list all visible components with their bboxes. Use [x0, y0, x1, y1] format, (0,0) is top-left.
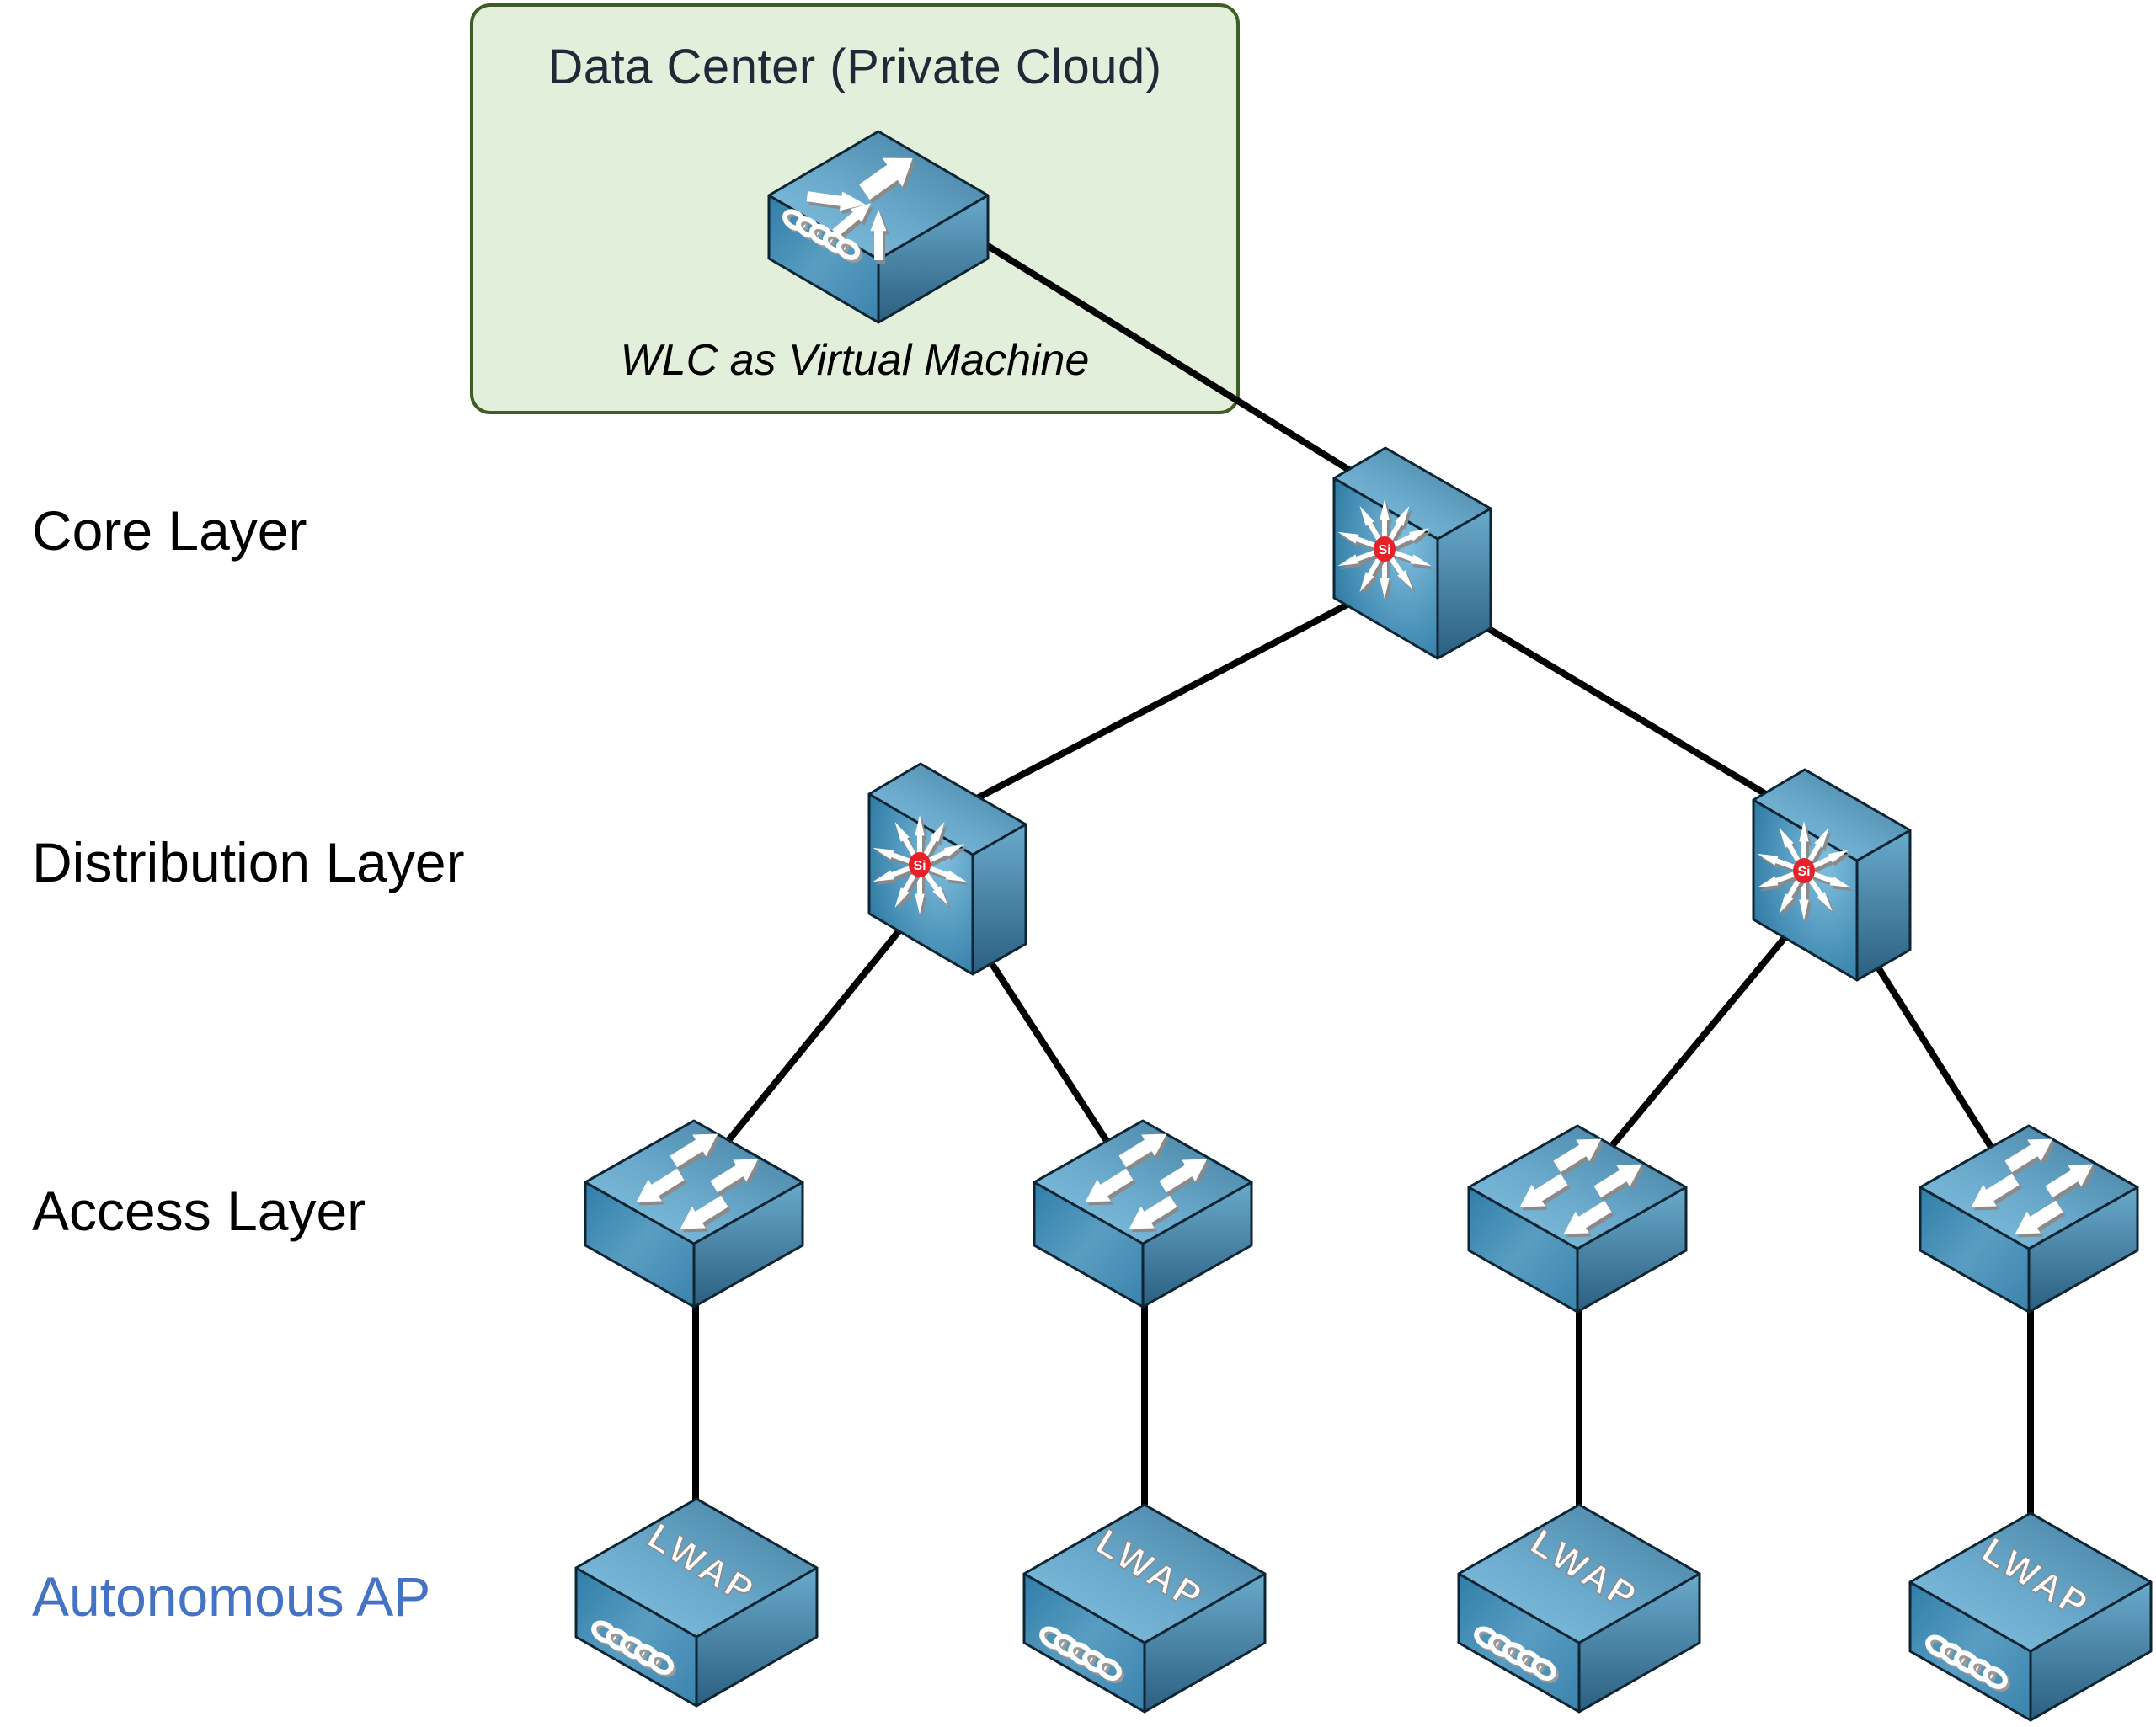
arrow-in-icon: [2015, 1200, 2066, 1238]
arrow-upright-icon: [859, 157, 915, 204]
arrow-icon: [1803, 868, 1854, 892]
arrow-in-icon: [1563, 1200, 1614, 1238]
distribution-layer-label: Distribution Layer: [32, 831, 465, 893]
top-face: [1467, 1124, 1688, 1250]
si-badge-text: Si: [1378, 543, 1390, 557]
switch-icon: [1085, 1133, 1210, 1233]
link-distribution-2-to-access-3: [1608, 935, 1787, 1150]
access-switch[interactable]: [1467, 1124, 1688, 1314]
top-face: [584, 1119, 804, 1245]
core-layer-label: Core Layer: [32, 499, 307, 562]
top-face: [1457, 1503, 1701, 1644]
wlc-icon: [806, 157, 915, 264]
top-face: [1752, 768, 1912, 862]
arrow-out-icon: [1593, 1164, 1645, 1202]
top-face: [1033, 1119, 1253, 1245]
arrow-out-icon: [710, 1159, 761, 1197]
lightweight-access-point[interactable]: LWAP: [574, 1497, 819, 1708]
lightweight-access-point[interactable]: LWAP: [1457, 1503, 1701, 1714]
arrow-in-icon: [680, 1195, 731, 1233]
arrow-icon: [1384, 546, 1434, 570]
access-layer-label: Access Layer: [32, 1180, 366, 1242]
arrow-in-icon: [636, 1168, 687, 1206]
autonomous-ap-label: Autonomous AP: [32, 1565, 431, 1628]
arrow-out-icon: [2045, 1164, 2096, 1202]
access-switch[interactable]: [584, 1119, 804, 1309]
arrow-icon: [1803, 850, 1852, 877]
switch-icon: [1971, 1138, 2096, 1238]
arrow-out-icon: [2004, 1138, 2056, 1176]
arrow-up-icon: [870, 210, 889, 264]
port-coil-icon: [1925, 1634, 2010, 1692]
lightweight-access-point[interactable]: LWAP: [1022, 1503, 1267, 1714]
si-badge-text: Si: [1797, 865, 1810, 879]
top-face: [867, 762, 1027, 856]
distribution-switch-1[interactable]: Si: [867, 762, 1027, 976]
distribution-switch-2[interactable]: Si: [1752, 768, 1912, 982]
link-distribution-1-to-access-2: [990, 963, 1112, 1147]
link-core-to-distribution-2: [1486, 626, 1772, 799]
switch-icon: [1519, 1138, 1645, 1238]
link-core-to-distribution-1: [974, 601, 1351, 802]
multilayer-switch-icon: Si: [873, 815, 969, 918]
arrow-icon: [919, 844, 968, 871]
si-badge: Si: [909, 852, 931, 877]
port-coil-icon: [782, 209, 862, 263]
arrow-out-icon: [1159, 1159, 1210, 1197]
link-distribution-1-to-access-1: [723, 927, 903, 1147]
links: [692, 243, 2034, 1518]
arrow-icon: [1384, 528, 1433, 555]
core-switch[interactable]: Si: [1332, 446, 1492, 660]
arrow-out-icon: [670, 1133, 721, 1171]
arrow-in-icon: [1971, 1173, 2022, 1211]
port-coil-icon: [1474, 1626, 1559, 1683]
si-badge: Si: [1374, 536, 1396, 562]
top-face: [574, 1497, 819, 1639]
port-coil-icon: [1039, 1626, 1124, 1683]
arrow-in-icon: [1519, 1173, 1571, 1211]
link-wlc-to-core: [985, 243, 1355, 475]
arrow-icon: [919, 862, 969, 886]
access-switch[interactable]: [1919, 1124, 2139, 1314]
multilayer-switch-icon: Si: [1337, 499, 1434, 602]
top-face: [1022, 1503, 1267, 1644]
link-distribution-2-to-access-4: [1876, 967, 1994, 1150]
top-face: [1332, 446, 1492, 541]
si-badge-text: Si: [913, 859, 926, 873]
arrow-in-icon: [1129, 1195, 1180, 1233]
port-coil-icon: [591, 1620, 676, 1677]
switch-icon: [636, 1133, 761, 1233]
access-switch[interactable]: [1033, 1119, 1253, 1309]
arrow-diagonal-icon: [832, 203, 874, 240]
wlc-label: WLC as Virtual Machine: [620, 336, 1090, 385]
arrow-out-icon: [1118, 1133, 1170, 1171]
arrow-in-icon: [1085, 1168, 1136, 1206]
lightweight-access-point[interactable]: LWAP: [1908, 1511, 2153, 1722]
wlc-device[interactable]: [767, 130, 990, 324]
multilayer-switch-icon: Si: [1757, 821, 1854, 924]
data-center-title: Data Center (Private Cloud): [547, 40, 1162, 94]
si-badge: Si: [1793, 858, 1815, 883]
arrow-out-icon: [1553, 1138, 1604, 1176]
top-face: [1908, 1511, 2153, 1653]
top-face: [1919, 1124, 2139, 1250]
